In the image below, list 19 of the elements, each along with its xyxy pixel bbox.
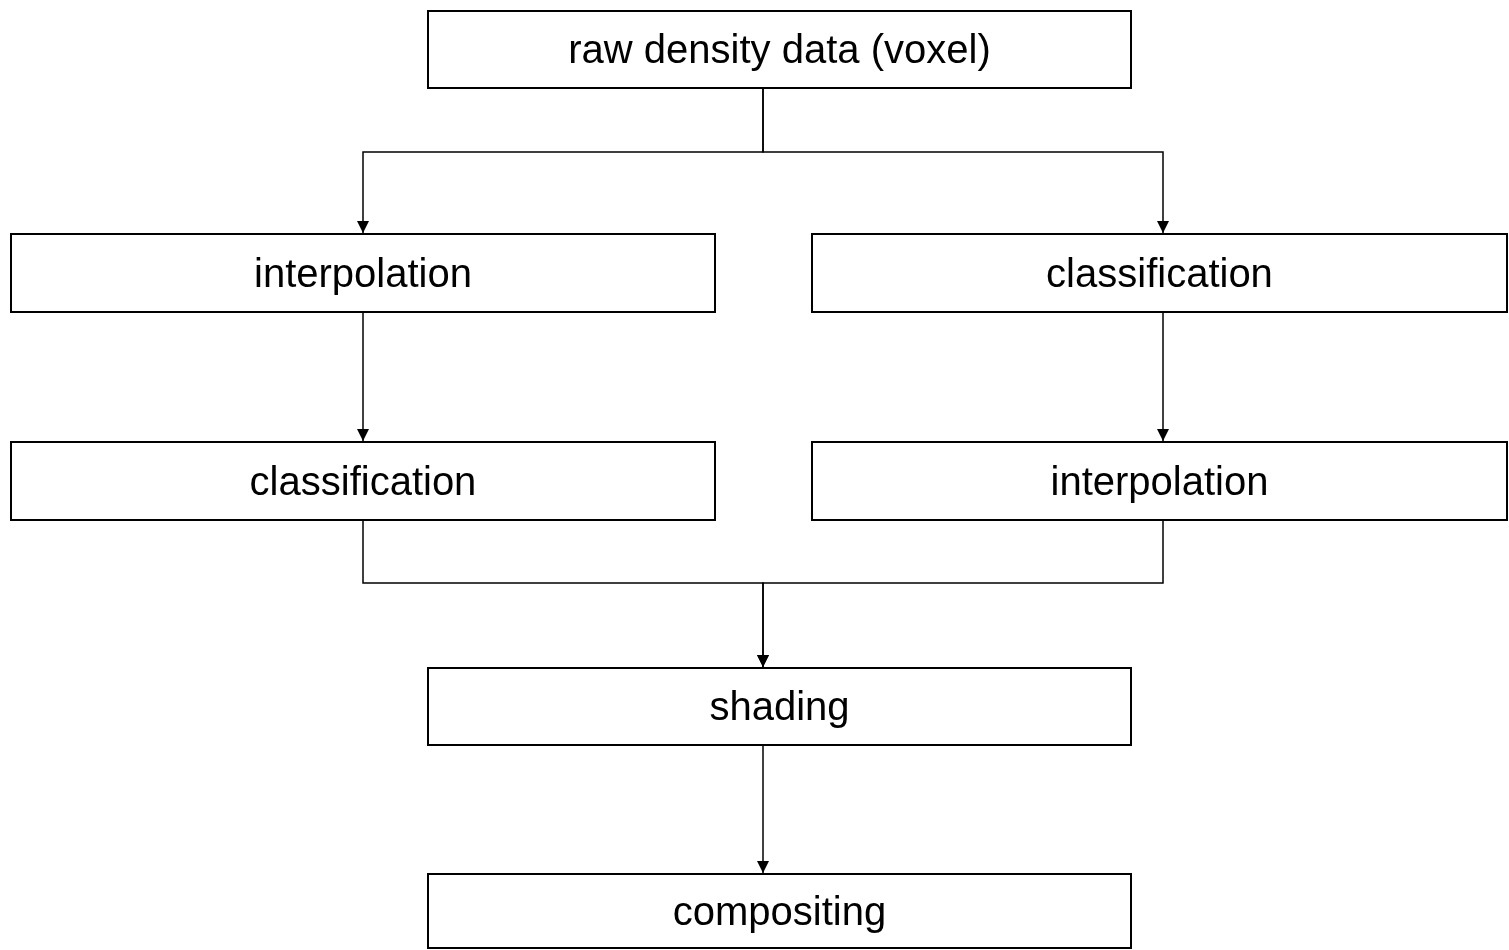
box-label: classification	[249, 458, 477, 504]
process-box	[811, 233, 1508, 313]
arrow	[757, 745, 769, 874]
process-box	[427, 873, 1132, 949]
arrow	[1157, 312, 1169, 442]
process-box	[811, 441, 1508, 521]
arrow	[762, 88, 1169, 234]
arrow	[357, 312, 369, 442]
process-box	[10, 233, 716, 313]
box-label: classification	[1046, 250, 1273, 296]
box-label: interpolation	[1050, 458, 1269, 504]
box-label: raw density data (voxel)	[568, 27, 991, 72]
box-label: compositing	[672, 888, 887, 934]
process-box	[10, 441, 716, 521]
box-label: shading	[709, 684, 850, 729]
box-label: interpolation	[254, 250, 472, 296]
arrow	[757, 520, 1164, 668]
process-box	[427, 10, 1132, 89]
process-box	[427, 667, 1132, 746]
